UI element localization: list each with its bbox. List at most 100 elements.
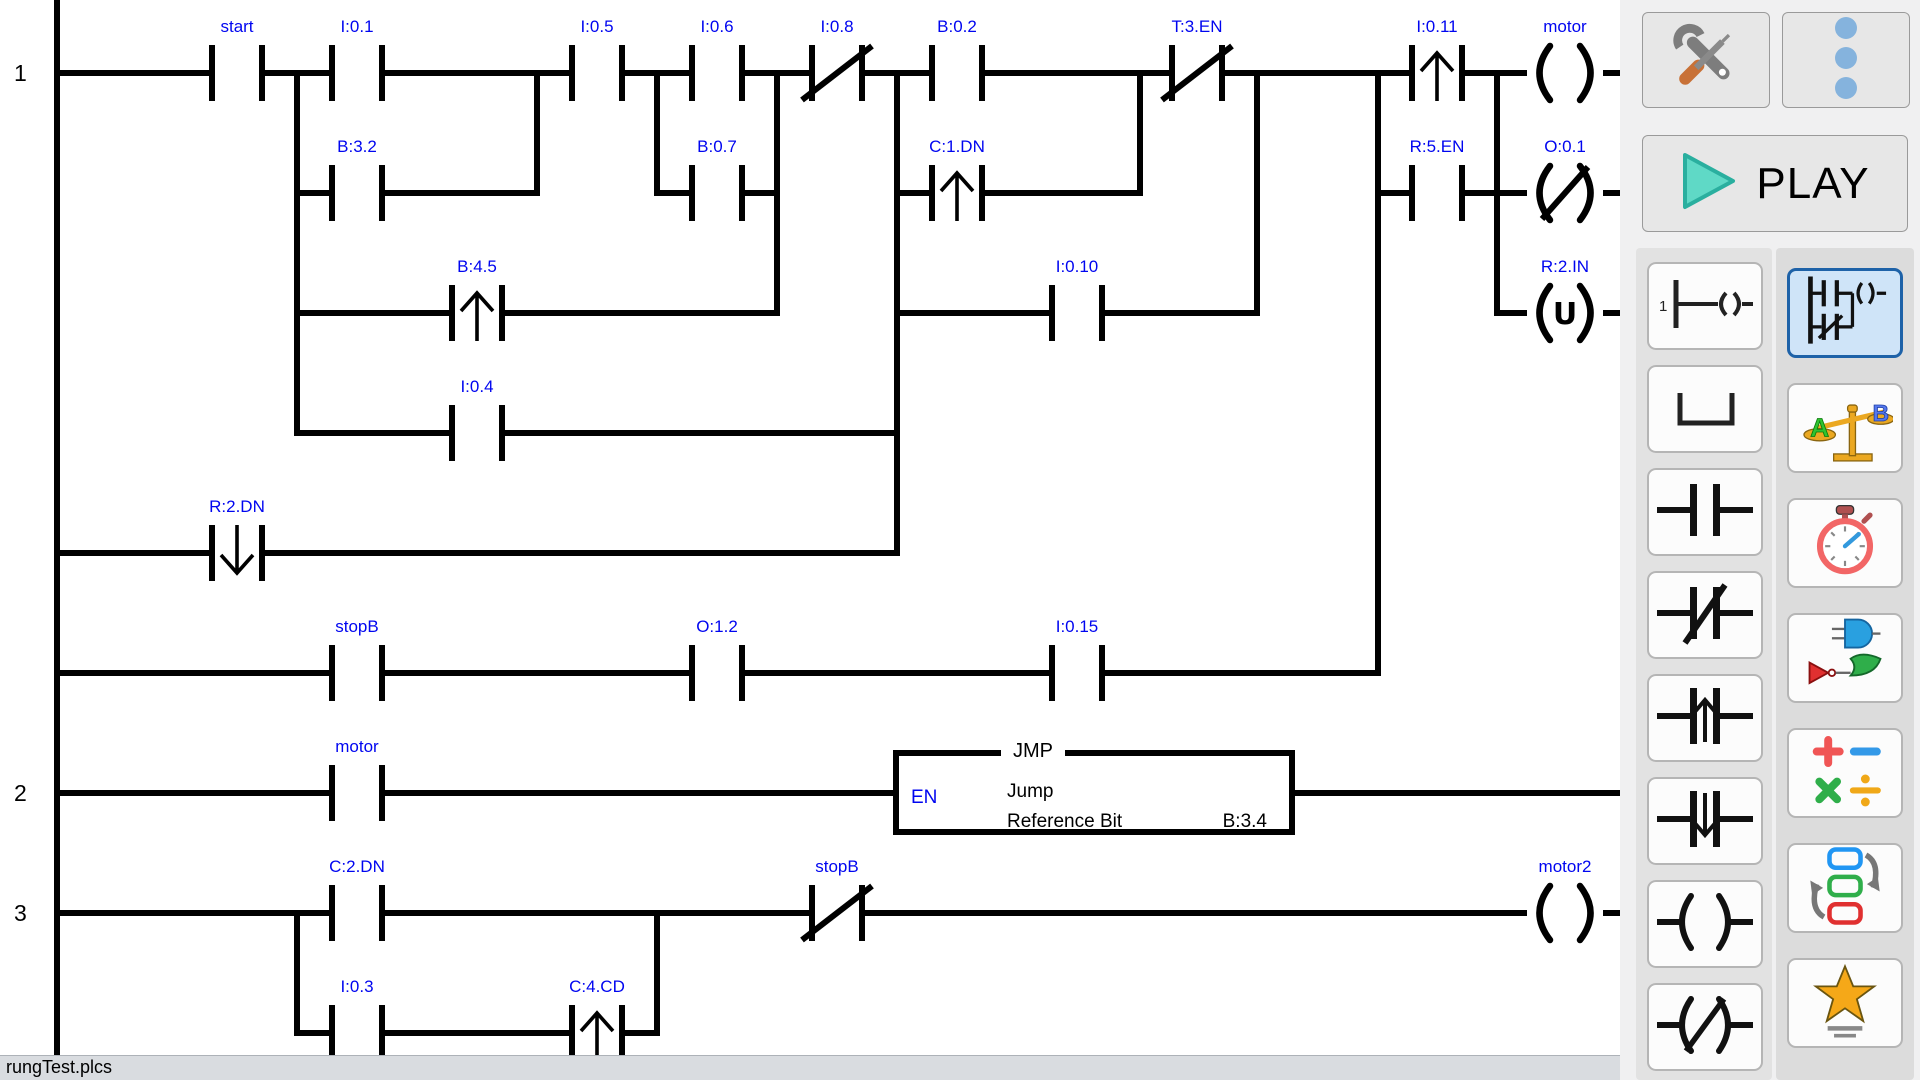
ladder-element-no[interactable] — [689, 43, 745, 103]
palette-item-coil[interactable] — [1647, 880, 1763, 968]
ladder-element-osr-up[interactable] — [569, 1003, 625, 1063]
element-label[interactable]: start — [220, 17, 254, 36]
element-label[interactable]: I:0.11 — [1416, 17, 1458, 36]
ladder-element-osr-up[interactable] — [929, 163, 985, 223]
ladder-element-no[interactable] — [929, 43, 985, 103]
ladder-element-no[interactable] — [329, 883, 385, 943]
element-label[interactable]: R:2.IN — [1540, 257, 1590, 276]
wire-horizontal — [294, 430, 900, 436]
more-options-button[interactable] — [1782, 12, 1910, 108]
palette-item-logic-gates[interactable] — [1787, 613, 1903, 703]
wire-vertical — [1494, 70, 1500, 316]
element-label[interactable]: motor2 — [1538, 857, 1592, 876]
element-label[interactable]: C:1.DN — [929, 137, 985, 156]
ladder-element-osr-down[interactable] — [209, 523, 265, 583]
palette-item-contact-osr-up[interactable] — [1647, 674, 1763, 762]
ladder-element-no[interactable] — [449, 403, 505, 463]
element-label[interactable]: I:0.10 — [1055, 257, 1099, 276]
jmp-box-title: JMP — [1001, 740, 1065, 763]
element-label[interactable]: I:0.8 — [820, 17, 854, 36]
wire-horizontal — [294, 1030, 660, 1036]
wrench-screwdriver-icon — [1671, 23, 1741, 98]
wire-vertical — [894, 70, 900, 556]
status-bar: rungTest.plcs — [0, 1055, 1620, 1080]
element-label[interactable]: O:0.1 — [1544, 137, 1586, 156]
wire-vertical — [654, 910, 660, 1036]
element-label[interactable]: I:0.5 — [580, 17, 614, 36]
ladder-element-no[interactable] — [329, 163, 385, 223]
ladder-element-coil-nc[interactable] — [1527, 162, 1603, 224]
wire-vertical — [294, 70, 300, 436]
ladder-element-no[interactable] — [209, 43, 265, 103]
element-label[interactable]: B:3.2 — [337, 137, 377, 156]
wire-horizontal — [294, 190, 540, 196]
palette-item-coil-nc[interactable] — [1647, 983, 1763, 1071]
palette-item-new-rung[interactable]: 1 — [1647, 262, 1763, 350]
ladder-element-no[interactable] — [329, 43, 385, 103]
element-label[interactable]: motor — [1543, 17, 1587, 36]
palette-item-contact-nc[interactable] — [1647, 571, 1763, 659]
ladder-element-no[interactable] — [569, 43, 625, 103]
ladder-element-coil[interactable] — [1527, 882, 1603, 944]
wire-vertical — [774, 70, 780, 316]
element-label[interactable]: R:2.DN — [209, 497, 265, 516]
ladder-element-nc[interactable] — [800, 883, 874, 943]
svg-text:U: U — [1553, 297, 1577, 332]
element-label[interactable]: C:2.DN — [329, 857, 385, 876]
ladder-element-no[interactable] — [329, 643, 385, 703]
contact-osr-down-icon — [1655, 783, 1755, 860]
palette-item-timer[interactable] — [1787, 498, 1903, 588]
palette-item-compare[interactable]: A B — [1787, 383, 1903, 473]
wire-vertical — [294, 910, 300, 1036]
palette-item-contact-osr-down[interactable] — [1647, 777, 1763, 865]
left-power-rail — [54, 0, 60, 1058]
palette-item-add-branch[interactable] — [1647, 365, 1763, 453]
element-label[interactable]: C:4.CD — [569, 977, 625, 996]
element-label[interactable]: T:3.EN — [1171, 17, 1223, 36]
wire-horizontal — [1292, 790, 1623, 796]
ladder-element-no[interactable] — [1049, 643, 1105, 703]
wire-horizontal — [54, 790, 896, 796]
ladder-element-coil[interactable] — [1527, 42, 1603, 104]
ladder-element-no[interactable] — [689, 163, 745, 223]
element-label[interactable]: I:0.15 — [1055, 617, 1099, 636]
element-label[interactable]: R:5.EN — [1409, 137, 1465, 156]
palette-item-favorites[interactable] — [1787, 958, 1903, 1048]
element-label[interactable]: O:1.2 — [696, 617, 738, 636]
element-label[interactable]: I:0.3 — [340, 977, 374, 996]
ladder-element-nc[interactable] — [1160, 43, 1234, 103]
element-label[interactable]: I:0.1 — [340, 17, 374, 36]
ladder-element-no[interactable] — [329, 763, 385, 823]
ladder-element-no[interactable] — [1409, 163, 1465, 223]
coil-nc-icon — [1655, 989, 1755, 1066]
jmp-instruction-name: Jump — [1007, 781, 1054, 802]
ladder-element-osr-up[interactable] — [1409, 43, 1465, 103]
settings-button[interactable] — [1642, 12, 1770, 108]
element-label[interactable]: B:0.7 — [697, 137, 737, 156]
palette-item-math[interactable] — [1787, 728, 1903, 818]
element-label[interactable]: stopB — [335, 617, 379, 636]
wire-vertical — [534, 70, 540, 196]
element-label[interactable]: B:4.5 — [457, 257, 497, 276]
ladder-element-osr-up[interactable] — [449, 283, 505, 343]
star-icon — [1799, 959, 1891, 1048]
ladder-element-nc[interactable] — [800, 43, 874, 103]
element-label[interactable]: I:0.4 — [460, 377, 494, 396]
ladder-element-no[interactable] — [329, 1003, 385, 1063]
play-button[interactable]: PLAY — [1642, 135, 1908, 232]
ladder-element-no[interactable] — [689, 643, 745, 703]
palette-item-reorder-rungs[interactable] — [1787, 843, 1903, 933]
jmp-parameter-value[interactable]: B:3.4 — [1222, 811, 1267, 832]
palette-item-contact-coil-instructions[interactable] — [1787, 268, 1903, 358]
ladder-element-no[interactable] — [1049, 283, 1105, 343]
jmp-instruction-box[interactable]: JMP EN Jump Reference Bit B:3.4 — [893, 740, 1295, 835]
element-label[interactable]: B:0.2 — [937, 17, 977, 36]
palette-item-contact-no[interactable] — [1647, 468, 1763, 556]
element-label[interactable]: stopB — [815, 857, 859, 876]
play-triangle-icon — [1680, 150, 1738, 217]
element-label[interactable]: I:0.6 — [700, 17, 734, 36]
element-label[interactable]: motor — [335, 737, 379, 756]
branch-icon — [1655, 371, 1755, 448]
ladder-element-coil-u[interactable]: U — [1527, 282, 1603, 344]
